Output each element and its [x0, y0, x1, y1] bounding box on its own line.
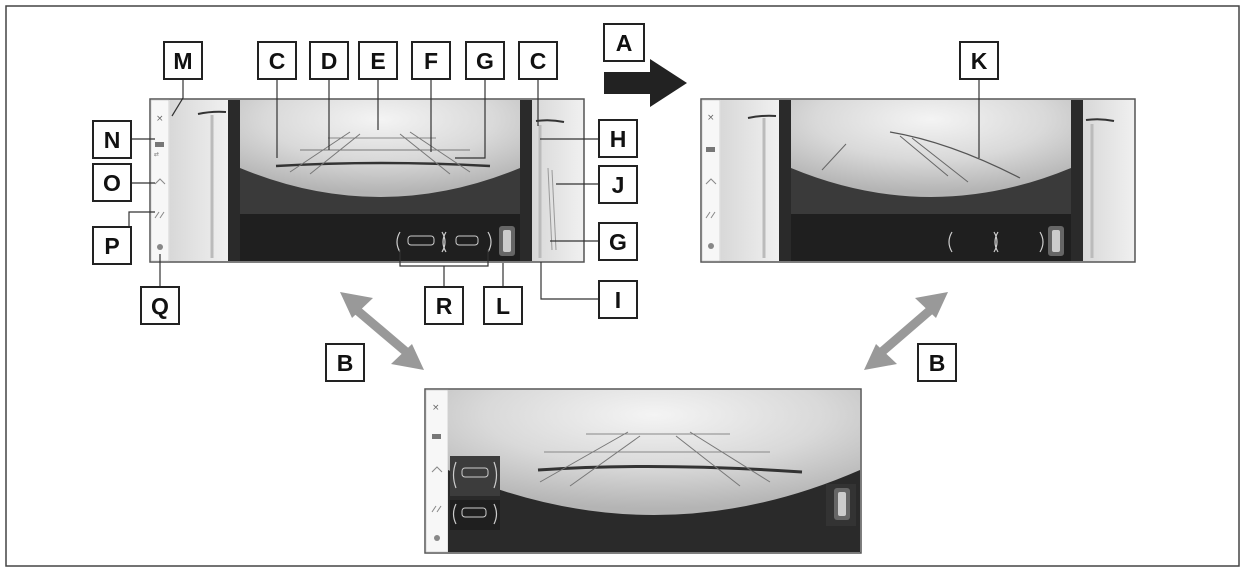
svg-text:K: K [971, 48, 988, 74]
svg-text:F: F [424, 48, 438, 74]
double-arrow-left [340, 292, 424, 370]
camera-switch-icon[interactable]: ⇄ [154, 142, 164, 158]
label-H: H [598, 119, 638, 158]
label-R: R [424, 286, 464, 325]
label-B-right: B [917, 343, 957, 382]
camera-switch-icon[interactable] [432, 434, 441, 439]
close-icon[interactable]: × [707, 113, 715, 123]
close-icon[interactable]: × [156, 114, 164, 124]
label-M: M [163, 41, 203, 80]
label-K: K [959, 41, 999, 80]
label-O: O [92, 163, 132, 202]
guide-line-icon[interactable] [705, 211, 716, 219]
svg-text:⇄: ⇄ [154, 151, 159, 158]
sensor-car-icon [826, 484, 856, 526]
label-I: I [598, 280, 638, 319]
label-J: J [598, 165, 638, 204]
view-select-buttons[interactable] [396, 231, 492, 253]
rear-camera-view [791, 100, 1071, 261]
view-select-buttons[interactable] [450, 456, 500, 530]
double-arrow-right [864, 292, 948, 370]
svg-text:R: R [436, 293, 453, 319]
arrow-right [604, 59, 687, 107]
view-angle-icon[interactable] [705, 178, 717, 185]
label-F: F [411, 41, 451, 80]
svg-text:I: I [615, 287, 621, 313]
camera-switch-icon[interactable] [706, 147, 715, 152]
close-icon[interactable]: × [432, 403, 440, 413]
label-C: C [257, 41, 297, 80]
guide-line-icon[interactable] [154, 211, 165, 219]
svg-text:A: A [616, 30, 633, 56]
label-A: A [603, 23, 645, 62]
svg-text:B: B [337, 350, 354, 376]
svg-text:J: J [612, 172, 625, 198]
label-G2: G [598, 222, 638, 261]
gear-icon[interactable] [708, 243, 714, 249]
svg-text:D: D [321, 48, 338, 74]
svg-text:G: G [476, 48, 494, 74]
leader-lines [128, 78, 980, 300]
view-angle-icon[interactable] [431, 466, 443, 473]
label-B-left: B [325, 343, 365, 382]
screen-right: × [700, 98, 1136, 263]
svg-text:E: E [370, 48, 385, 74]
rear-camera-view [448, 390, 860, 552]
guide-line-icon[interactable] [431, 505, 442, 513]
label-P: P [92, 226, 132, 265]
label-D: D [309, 41, 349, 80]
gear-icon[interactable] [434, 535, 440, 541]
svg-text:N: N [104, 127, 121, 153]
screen-bottom: × [424, 388, 862, 554]
label-C2: C [518, 41, 558, 80]
side-panel-left [150, 99, 170, 262]
label-boxes: A M C D E F G C K N O P Q R L H J G I B … [92, 23, 999, 382]
svg-text:P: P [104, 233, 119, 259]
sensor-car-icon [499, 226, 515, 256]
svg-text:H: H [610, 126, 627, 152]
rear-camera-view [240, 100, 520, 261]
svg-text:B: B [929, 350, 946, 376]
screen-left: × ⇄ [149, 98, 585, 263]
svg-text:Q: Q [151, 293, 169, 319]
svg-text:M: M [173, 48, 192, 74]
label-G: G [465, 41, 505, 80]
svg-text:C: C [530, 48, 547, 74]
label-E: E [358, 41, 398, 80]
svg-text:C: C [269, 48, 286, 74]
label-L: L [483, 286, 523, 325]
gear-icon[interactable] [157, 244, 163, 250]
label-N: N [92, 120, 132, 159]
view-angle-icon[interactable] [154, 178, 166, 185]
svg-text:G: G [609, 229, 627, 255]
svg-text:O: O [103, 170, 121, 196]
left-side-view [170, 100, 228, 261]
svg-text:L: L [496, 293, 510, 319]
label-Q: Q [140, 286, 180, 325]
